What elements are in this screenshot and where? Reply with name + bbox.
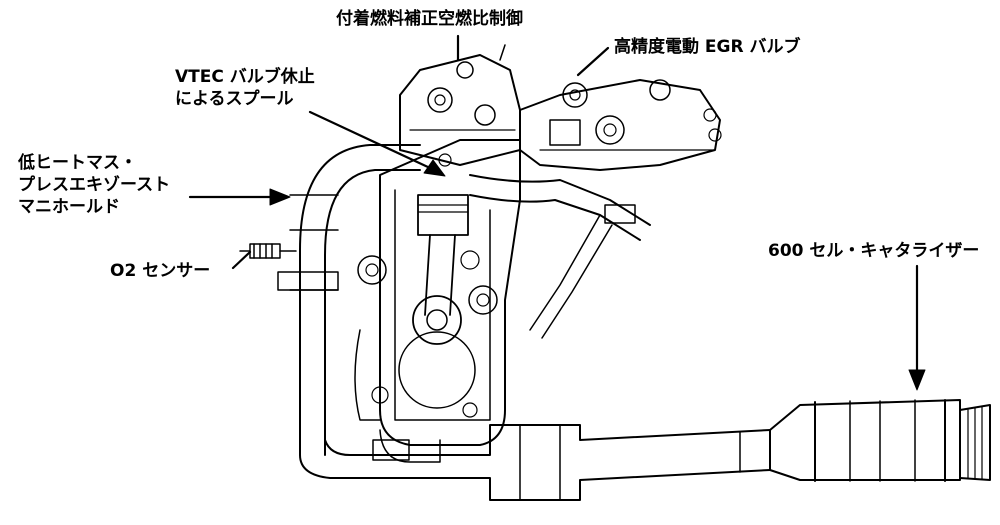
annotation-arrows [188, 34, 926, 391]
catalytic-converter [769, 399, 991, 482]
arrow-egr-valve [576, 46, 610, 77]
label-vtec: VTEC バルブ休止 によるスプール [175, 67, 315, 109]
egr-pipe [469, 174, 651, 339]
o2-sensor-part [239, 243, 297, 259]
engine-block [354, 139, 521, 463]
exhaust-header [277, 144, 471, 479]
label-catalyzer: 600 セル・キャタライザー [768, 241, 980, 261]
arrow-vtec [308, 110, 432, 170]
label-egr-valve: 高精度電動 EGR バルブ [614, 37, 801, 57]
arrowhead-vtec [423, 159, 446, 177]
label-exhaust-manifold: 低ヒートマス・ プレスエキゾースト マニホールド [18, 153, 171, 217]
label-o2-sensor: O2 センサー [110, 261, 211, 281]
arrow-o2-sensor [231, 250, 252, 270]
label-fuel-control: 付着燃料補正空燃比制御 [336, 9, 523, 29]
egr-assembly [519, 79, 722, 171]
cylinder-head [399, 44, 521, 167]
arrowhead-catalyzer [908, 369, 926, 391]
exhaust-pipe [469, 424, 771, 501]
arrowhead-exhaust-manifold [269, 188, 291, 206]
